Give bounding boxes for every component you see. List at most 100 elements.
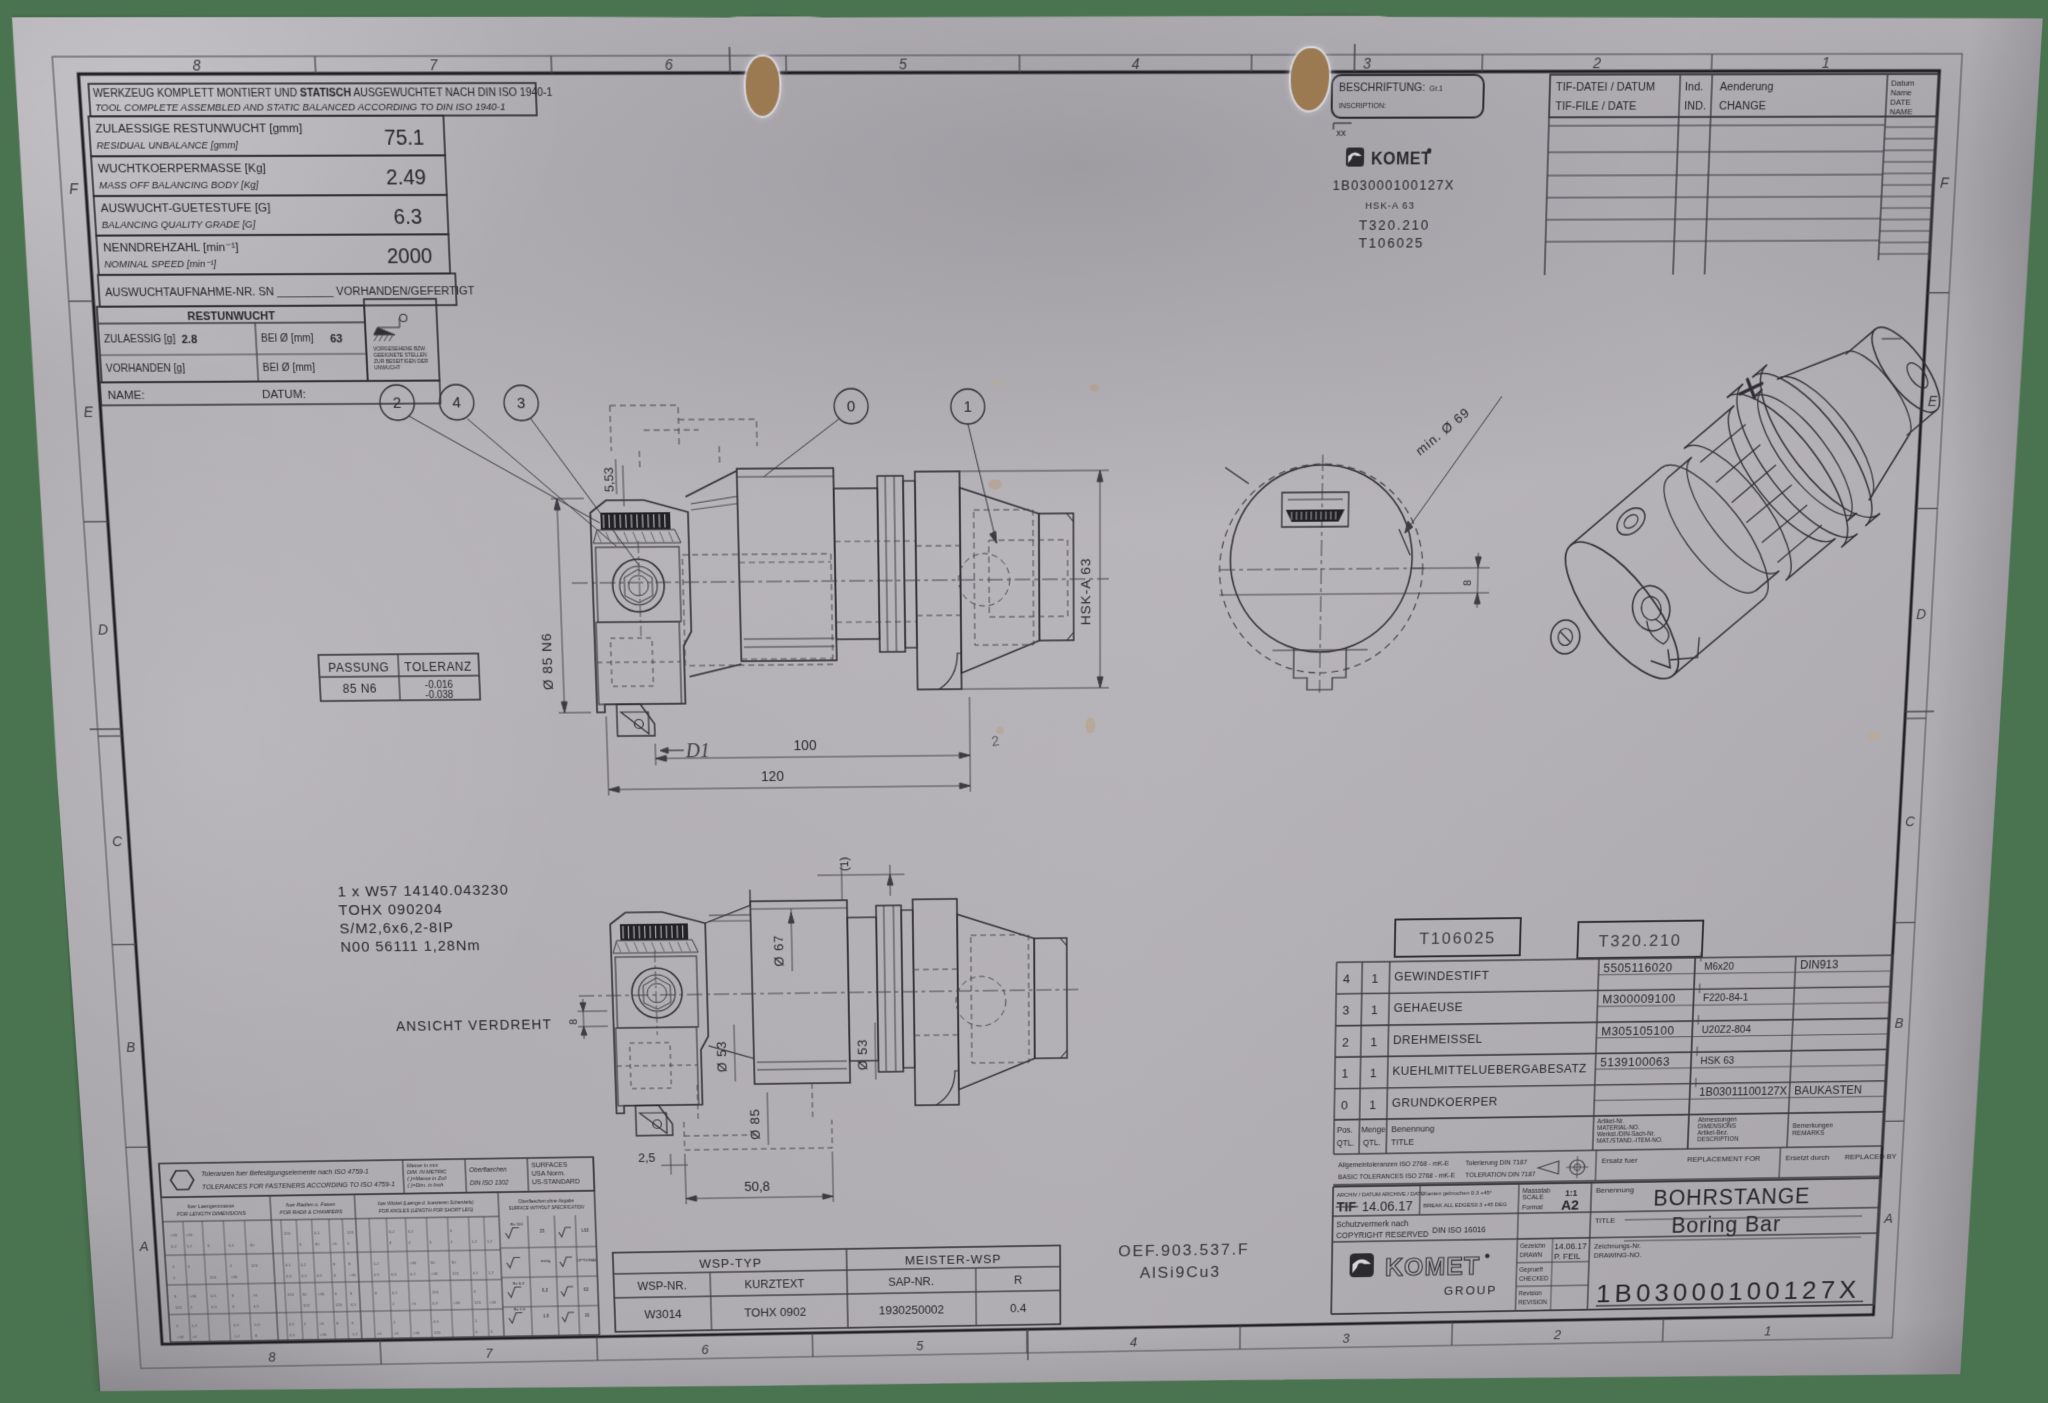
svg-text:CHECKED: CHECKED bbox=[1519, 1276, 1549, 1282]
svg-text:BOHRSTANGE: BOHRSTANGE bbox=[1653, 1185, 1811, 1211]
svg-text:4,5: 4,5 bbox=[253, 1304, 259, 1308]
svg-text:2: 2 bbox=[408, 1240, 411, 1244]
svg-text:B: B bbox=[126, 1040, 136, 1055]
svg-text:6: 6 bbox=[207, 1244, 210, 1248]
svg-text:KUEHLMITTELUEBERGABESATZ: KUEHLMITTELUEBERGABESATZ bbox=[1392, 1062, 1587, 1078]
svg-text:1:1: 1:1 bbox=[1565, 1189, 1578, 1199]
svg-text:Datum: Datum bbox=[1891, 78, 1915, 88]
svg-text:>6: >6 bbox=[253, 1293, 258, 1297]
svg-text:30: 30 bbox=[430, 1260, 435, 1264]
svg-text:2: 2 bbox=[188, 1264, 191, 1268]
svg-text:Tolerierung DIN 7187: Tolerierung DIN 7187 bbox=[1465, 1158, 1527, 1167]
svg-text:1,2: 1,2 bbox=[352, 1332, 358, 1336]
svg-text:1,2: 1,2 bbox=[186, 1244, 192, 1248]
svg-text:75.1: 75.1 bbox=[384, 126, 425, 150]
svg-text:Benennung: Benennung bbox=[1596, 1185, 1634, 1194]
svg-text:1: 1 bbox=[1371, 971, 1378, 985]
svg-text:HSK-A 63: HSK-A 63 bbox=[1079, 557, 1094, 625]
svg-text:Boring Bar: Boring Bar bbox=[1671, 1213, 1782, 1238]
svg-text:-0.016: -0.016 bbox=[425, 679, 454, 690]
svg-text:120: 120 bbox=[432, 1290, 439, 1294]
svg-text:120: 120 bbox=[287, 1292, 294, 1296]
svg-text:GROUP: GROUP bbox=[1444, 1283, 1498, 1297]
svg-text:NAME:: NAME: bbox=[107, 388, 145, 402]
svg-text:Kanten gebrochen 0.3 +45°: Kanten gebrochen 0.3 +45° bbox=[1424, 1189, 1493, 1197]
svg-text:16: 16 bbox=[585, 1313, 590, 1318]
svg-text:0,1: 0,1 bbox=[314, 1231, 320, 1235]
svg-text:4: 4 bbox=[1130, 1335, 1137, 1349]
svg-text:( )=Dim. in Inch: ( )=Dim. in Inch bbox=[408, 1183, 444, 1189]
svg-text:0,5: 0,5 bbox=[432, 1301, 438, 1305]
svg-text:1: 1 bbox=[1370, 1035, 1377, 1049]
svg-text:8: 8 bbox=[268, 1350, 277, 1365]
svg-text:0,2: 0,2 bbox=[410, 1272, 416, 1276]
svg-text:0: 0 bbox=[1341, 1098, 1348, 1112]
svg-text:R: R bbox=[1014, 1273, 1022, 1286]
svg-text:-0.038: -0.038 bbox=[425, 689, 454, 700]
svg-text:120: 120 bbox=[283, 1231, 290, 1235]
svg-text:B: B bbox=[1894, 1016, 1904, 1031]
svg-text:TITLE: TITLE bbox=[1391, 1138, 1415, 1148]
svg-text:TOLERANCES FOR FASTENERS ACCOR: TOLERANCES FOR FASTENERS ACCORDING TO IS… bbox=[202, 1180, 395, 1191]
svg-text:fuer Radien u. Fasen: fuer Radien u. Fasen bbox=[286, 1202, 336, 1208]
svg-text:T106025: T106025 bbox=[1359, 236, 1425, 252]
svg-text:25: 25 bbox=[540, 1229, 545, 1234]
svg-text:8: 8 bbox=[232, 1293, 235, 1297]
svg-text:ZULAESSIGE RESTUNWUCHT [gmm]: ZULAESSIGE RESTUNWUCHT [gmm] bbox=[95, 121, 303, 136]
svg-text:2: 2 bbox=[393, 1320, 396, 1324]
svg-text:BREAK ALL EDGES0.3 +45 DEG: BREAK ALL EDGES0.3 +45 DEG bbox=[1423, 1202, 1507, 1209]
svg-text:2: 2 bbox=[1592, 55, 1602, 72]
svg-text:120: 120 bbox=[251, 1263, 258, 1267]
svg-text:W3014: W3014 bbox=[644, 1308, 682, 1321]
svg-text:USA Norm.: USA Norm. bbox=[531, 1169, 565, 1177]
svg-text:5: 5 bbox=[899, 56, 908, 73]
svg-text:8: 8 bbox=[192, 57, 202, 74]
svg-text:Format: Format bbox=[1522, 1203, 1544, 1211]
svg-text:>6: >6 bbox=[377, 1331, 382, 1335]
svg-text:TITLE: TITLE bbox=[1595, 1216, 1616, 1225]
svg-text:30: 30 bbox=[451, 1260, 456, 1264]
svg-text:Oberflaechen ohne Angabe: Oberflaechen ohne Angabe bbox=[518, 1199, 574, 1205]
svg-text:M300009100: M300009100 bbox=[1602, 992, 1676, 1006]
svg-text:>30: >30 bbox=[409, 1261, 416, 1265]
svg-text:8: 8 bbox=[1461, 579, 1474, 586]
svg-text:FOR LENGTH DIMENSIONS: FOR LENGTH DIMENSIONS bbox=[177, 1211, 246, 1217]
svg-text:DESCRIPTION: DESCRIPTION bbox=[1697, 1136, 1738, 1143]
svg-text:SAP-NR.: SAP-NR. bbox=[888, 1275, 934, 1289]
svg-text:7: 7 bbox=[485, 1347, 494, 1362]
svg-text:PASSUNG: PASSUNG bbox=[328, 660, 390, 675]
svg-text:Rz 100: Rz 100 bbox=[510, 1222, 523, 1227]
svg-text:>6: >6 bbox=[192, 1335, 197, 1339]
svg-text:>6: >6 bbox=[411, 1301, 416, 1305]
svg-text:WSP-TYP: WSP-TYP bbox=[699, 1256, 762, 1271]
svg-text:4,5: 4,5 bbox=[289, 1333, 295, 1337]
svg-text:FOR RADII & CHAMFERS: FOR RADII & CHAMFERS bbox=[280, 1210, 343, 1216]
svg-text:Rz 1.6: Rz 1.6 bbox=[514, 1307, 526, 1311]
svg-text:0,5: 0,5 bbox=[211, 1305, 217, 1309]
svg-text:30: 30 bbox=[315, 1242, 320, 1246]
svg-text:1: 1 bbox=[1822, 55, 1831, 72]
svg-text:Massstab: Massstab bbox=[1522, 1187, 1550, 1195]
svg-text:8: 8 bbox=[389, 1241, 392, 1245]
svg-text:6: 6 bbox=[299, 1242, 302, 1246]
svg-text:A2: A2 bbox=[1561, 1198, 1579, 1214]
svg-text:1: 1 bbox=[1371, 1003, 1378, 1017]
svg-text:30: 30 bbox=[250, 1243, 255, 1247]
svg-text:8: 8 bbox=[336, 1321, 339, 1325]
svg-text:0,1: 0,1 bbox=[473, 1271, 479, 1275]
svg-text:Benennung: Benennung bbox=[1391, 1124, 1434, 1134]
svg-text:MATERIAL-NO.: MATERIAL-NO. bbox=[1597, 1125, 1640, 1132]
svg-text:1,2: 1,2 bbox=[487, 1239, 493, 1243]
svg-text:WERKZEUG KOMPLETT MONTIERT UND: WERKZEUG KOMPLETT MONTIERT UND STATISCH … bbox=[93, 87, 553, 100]
svg-text:NAME: NAME bbox=[1889, 106, 1913, 116]
svg-text:WSP-NR.: WSP-NR. bbox=[637, 1279, 687, 1293]
svg-text:fuer Laengenmasse: fuer Laengenmasse bbox=[187, 1204, 235, 1210]
svg-text:GEWINDESTIFT: GEWINDESTIFT bbox=[1394, 969, 1489, 984]
svg-text:U20Z2-804: U20Z2-804 bbox=[1701, 1024, 1751, 1035]
svg-text:6.3: 6.3 bbox=[393, 205, 422, 229]
svg-text:120: 120 bbox=[434, 1330, 441, 1334]
svg-text:>30: >30 bbox=[431, 1272, 438, 1276]
svg-text:8: 8 bbox=[567, 1018, 580, 1024]
svg-text:3: 3 bbox=[1342, 1003, 1349, 1017]
svg-text:1B03000100127X: 1B03000100127X bbox=[1596, 1276, 1861, 1308]
